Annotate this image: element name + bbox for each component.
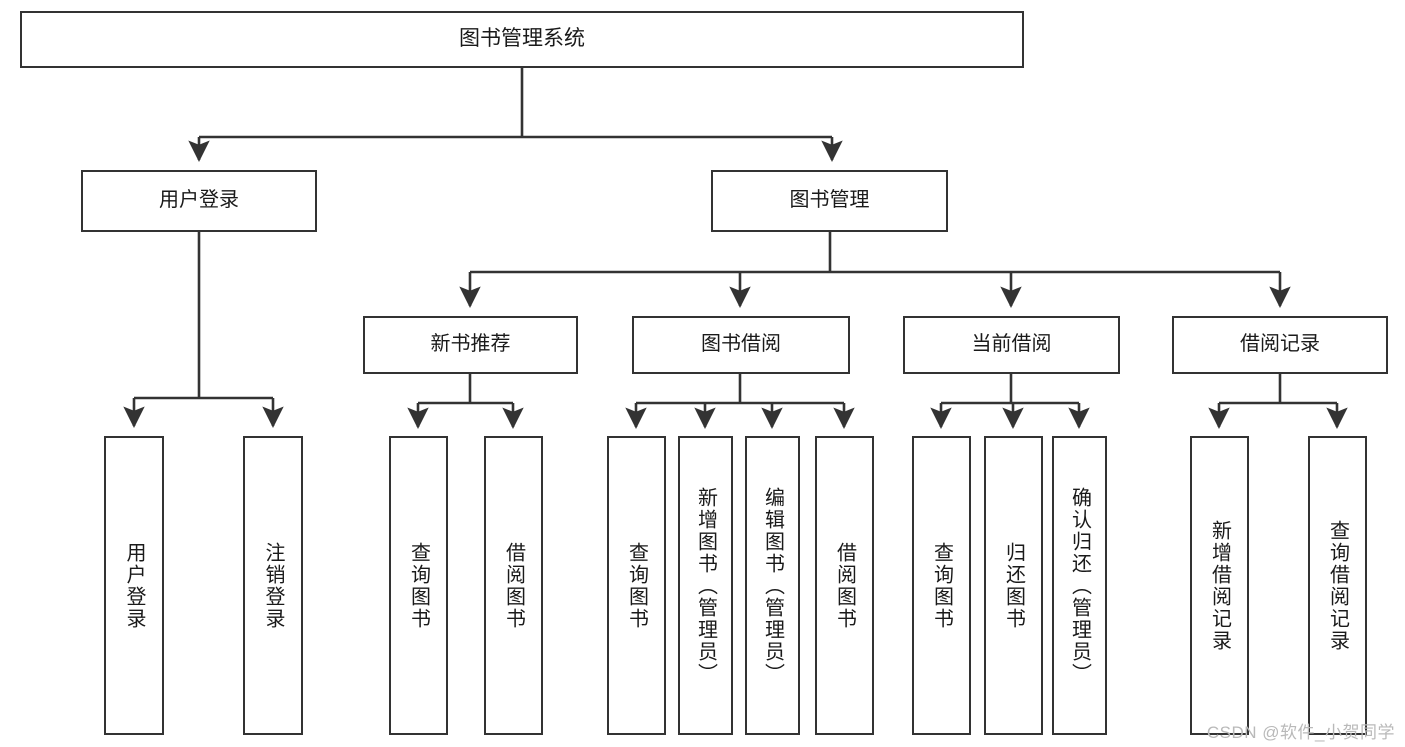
node-new-book-recommend[interactable]: 新书推荐	[363, 316, 578, 374]
node-leaf-query-record[interactable]: 查询借阅记录	[1308, 436, 1367, 735]
node-leaf-query-book-3-label: 查询图书	[930, 541, 953, 630]
node-leaf-query-book-1-label: 查询图书	[407, 541, 430, 630]
node-leaf-user-login-label: 用户登录	[123, 541, 145, 630]
node-borrow-record-label: 借阅记录	[1240, 333, 1320, 356]
node-leaf-query-book-3[interactable]: 查询图书	[912, 436, 971, 735]
node-leaf-query-book-2[interactable]: 查询图书	[607, 436, 666, 735]
node-root-label: 图书管理系统	[459, 27, 585, 51]
node-leaf-borrow-book-1[interactable]: 借阅图书	[484, 436, 543, 735]
node-leaf-logout[interactable]: 注销登录	[243, 436, 303, 735]
node-leaf-edit-book-label: 编辑图书（管理员）	[761, 486, 784, 685]
node-leaf-borrow-book-1-label: 借阅图书	[502, 541, 525, 630]
node-leaf-add-record[interactable]: 新增借阅记录	[1190, 436, 1249, 735]
node-leaf-user-login[interactable]: 用户登录	[104, 436, 164, 735]
node-leaf-add-book[interactable]: 新增图书（管理员）	[678, 436, 733, 735]
node-leaf-query-book-1[interactable]: 查询图书	[389, 436, 448, 735]
node-root[interactable]: 图书管理系统	[20, 11, 1024, 68]
node-book-borrow-label: 图书借阅	[701, 333, 781, 356]
node-leaf-add-book-label: 新增图书（管理员）	[694, 486, 717, 685]
node-borrow-record[interactable]: 借阅记录	[1172, 316, 1388, 374]
node-book-borrow[interactable]: 图书借阅	[632, 316, 850, 374]
node-leaf-logout-label: 注销登录	[262, 541, 284, 630]
node-book-manage[interactable]: 图书管理	[711, 170, 948, 232]
node-leaf-borrow-book-2[interactable]: 借阅图书	[815, 436, 874, 735]
node-leaf-query-record-label: 查询借阅记录	[1326, 519, 1349, 652]
node-leaf-confirm-return[interactable]: 确认归还（管理员）	[1052, 436, 1107, 735]
node-user-login[interactable]: 用户登录	[81, 170, 317, 232]
node-book-manage-label: 图书管理	[789, 189, 870, 212]
node-leaf-add-record-label: 新增借阅记录	[1208, 519, 1231, 652]
node-current-borrow-label: 当前借阅	[971, 333, 1052, 356]
node-user-login-label: 用户登录	[159, 189, 239, 212]
node-leaf-borrow-book-2-label: 借阅图书	[833, 541, 856, 630]
node-leaf-return-book[interactable]: 归还图书	[984, 436, 1043, 735]
node-new-book-recommend-label: 新书推荐	[430, 333, 511, 356]
node-current-borrow[interactable]: 当前借阅	[903, 316, 1120, 374]
watermark-text: CSDN @软件_小贺同学	[1206, 723, 1395, 742]
node-leaf-confirm-return-label: 确认归还（管理员）	[1068, 486, 1091, 685]
node-leaf-return-book-label: 归还图书	[1002, 541, 1025, 630]
node-leaf-edit-book[interactable]: 编辑图书（管理员）	[745, 436, 800, 735]
node-leaf-query-book-2-label: 查询图书	[625, 541, 648, 630]
